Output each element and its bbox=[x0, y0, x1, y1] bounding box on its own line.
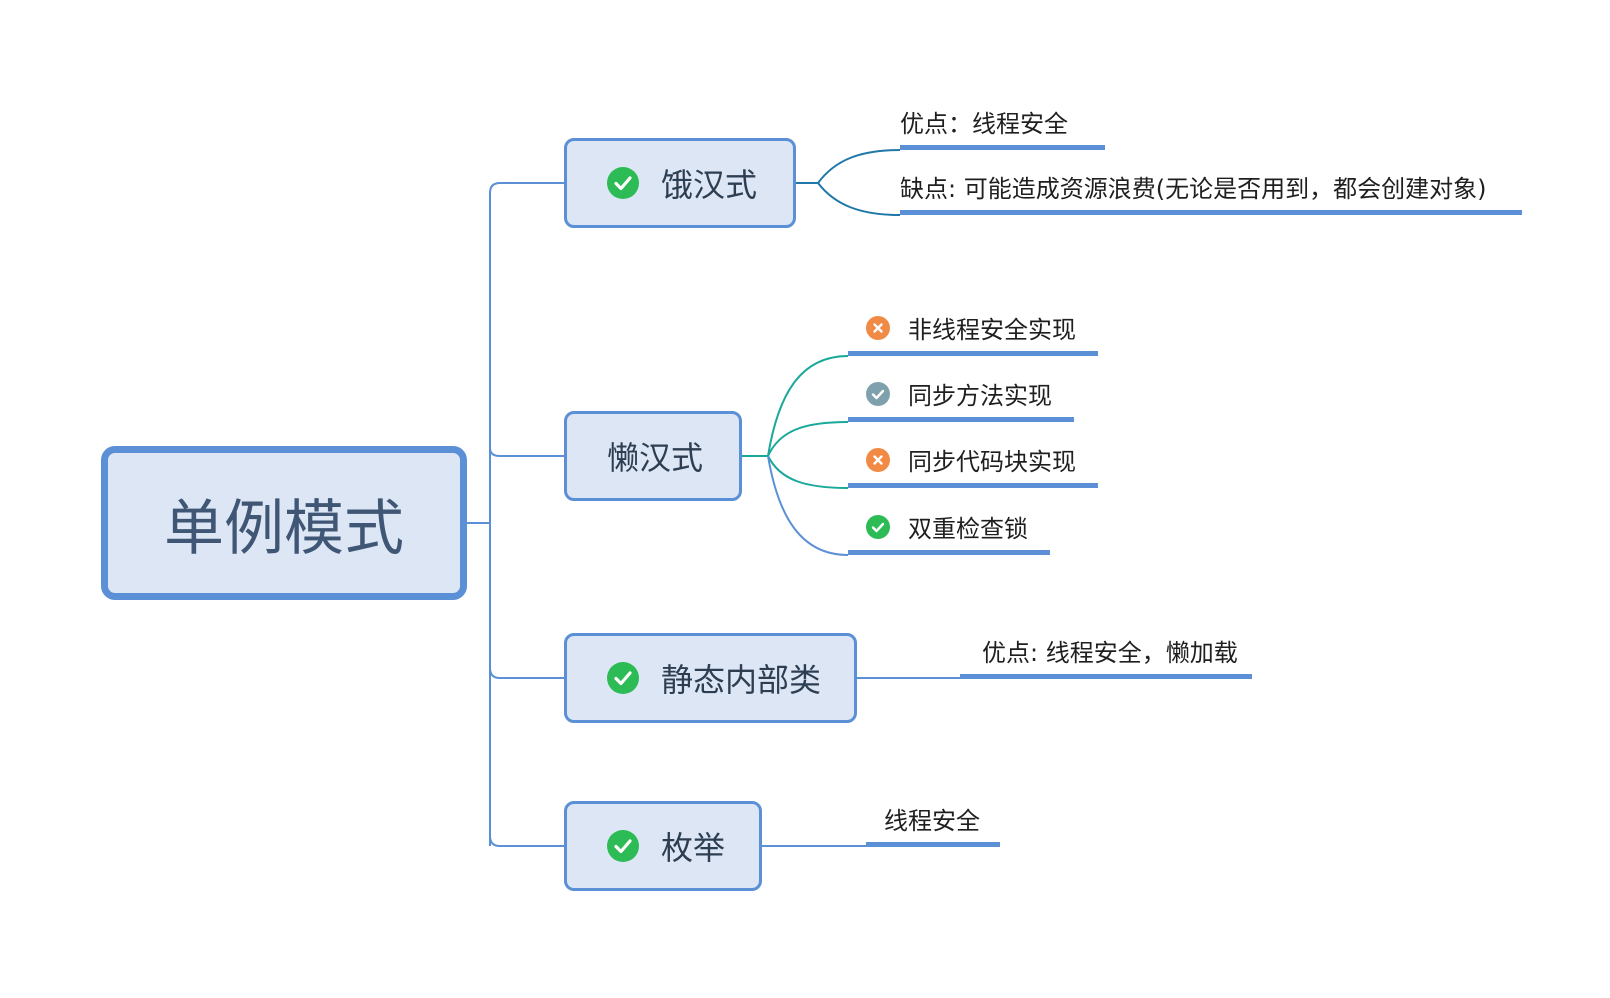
root-label: 单例模式 bbox=[164, 493, 404, 564]
branch-label: 枚举 bbox=[661, 829, 726, 867]
cross-icon bbox=[866, 447, 890, 472]
leaf-label: 双重检查锁 bbox=[908, 515, 1028, 543]
leaf-static-inner-pro[interactable]: 优点: 线程安全，懒加载 bbox=[960, 633, 1252, 679]
branch-label: 懒汉式 bbox=[607, 439, 704, 477]
leaf-label: 缺点: 可能造成资源浪费(无论是否用到，都会创建对象) bbox=[900, 175, 1487, 203]
root-node[interactable]: 单例模式 bbox=[101, 446, 467, 600]
branch-node-lanhan[interactable]: 懒汉式 bbox=[564, 411, 742, 501]
leaf-lanhan-sync-method[interactable]: 同步方法实现 bbox=[848, 376, 1074, 422]
branch-node-ehan[interactable]: 饿汉式 bbox=[564, 138, 796, 228]
leaf-ehan-con[interactable]: 缺点: 可能造成资源浪费(无论是否用到，都会创建对象) bbox=[900, 169, 1522, 215]
leaf-label: 线程安全 bbox=[884, 807, 980, 835]
leaf-label: 同步方法实现 bbox=[908, 382, 1052, 410]
check-icon bbox=[866, 381, 890, 406]
check-icon bbox=[607, 830, 639, 862]
check-icon bbox=[866, 514, 890, 539]
leaf-lanhan-dcl[interactable]: 双重检查锁 bbox=[848, 509, 1050, 555]
check-icon bbox=[607, 167, 639, 199]
leaf-enum-pro[interactable]: 线程安全 bbox=[866, 801, 1000, 847]
branch-node-enum[interactable]: 枚举 bbox=[564, 801, 762, 891]
leaf-ehan-pro[interactable]: 优点：线程安全 bbox=[900, 104, 1105, 150]
leaf-label: 同步代码块实现 bbox=[908, 448, 1076, 476]
cross-icon bbox=[866, 315, 890, 340]
leaf-label: 优点: 线程安全，懒加载 bbox=[982, 639, 1238, 667]
branch-label: 饿汉式 bbox=[661, 166, 758, 204]
leaf-label: 优点：线程安全 bbox=[900, 110, 1068, 138]
leaf-label: 非线程安全实现 bbox=[908, 316, 1076, 344]
branch-label: 静态内部类 bbox=[661, 661, 822, 699]
leaf-lanhan-sync-block[interactable]: 同步代码块实现 bbox=[848, 442, 1098, 488]
leaf-lanhan-unsafe[interactable]: 非线程安全实现 bbox=[848, 310, 1098, 356]
branch-node-static-inner[interactable]: 静态内部类 bbox=[564, 633, 857, 723]
check-icon bbox=[607, 662, 639, 694]
